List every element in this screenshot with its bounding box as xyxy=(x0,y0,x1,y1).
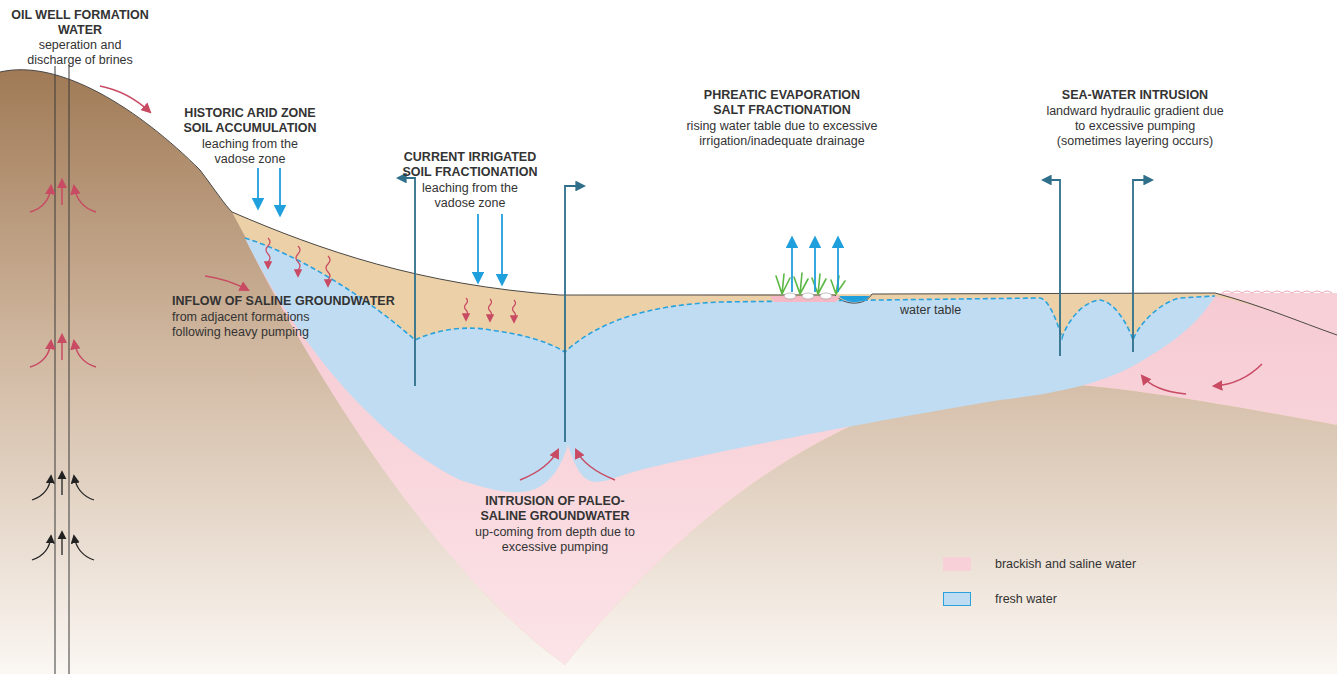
grass-tuft xyxy=(794,273,808,294)
leaching-arrow xyxy=(296,246,300,276)
leaching-arrow xyxy=(266,238,270,268)
intrusion-arrow xyxy=(1214,364,1262,386)
saline-intrusion-arrows xyxy=(520,364,1262,480)
flow-arrow xyxy=(74,341,96,367)
fresh-groundwater xyxy=(245,238,1215,492)
process-description: from adjacent formations following heavy… xyxy=(172,310,340,340)
salt-crust xyxy=(820,293,832,299)
salt-crust xyxy=(802,293,814,299)
well-casing xyxy=(55,66,56,674)
flow-arrow xyxy=(32,476,51,500)
pumping-wells xyxy=(398,178,1152,442)
evaporation-arrow xyxy=(791,238,793,292)
process-description: leaching from the vadose zone xyxy=(414,181,526,211)
process-heading: OIL WELL FORMATION WATER xyxy=(6,8,154,38)
leaching-arrow xyxy=(326,256,330,286)
leaching-arrow xyxy=(513,300,516,322)
evaporation-arrows xyxy=(792,238,838,292)
leaching-arrow xyxy=(489,299,492,321)
leaching-arrow xyxy=(465,298,468,320)
salt-crust xyxy=(784,293,796,299)
pumping-well xyxy=(398,178,415,386)
flow-arrow xyxy=(30,341,51,367)
infiltration-arrow xyxy=(477,214,479,282)
upconing-arrow xyxy=(520,450,558,480)
flow-arrow xyxy=(74,186,96,212)
flow-arrow xyxy=(74,476,94,500)
process-heading: SEA-WATER INTRUSION xyxy=(1035,88,1235,103)
legend-entry: fresh water xyxy=(943,592,1057,606)
flow-arrow xyxy=(61,335,63,360)
process-description: seperation and discharge of brines xyxy=(16,38,144,68)
process-description: water table xyxy=(900,303,990,318)
salt-crust xyxy=(784,293,832,299)
discharge-arrow xyxy=(100,86,150,112)
flow-arrow xyxy=(74,536,94,560)
vadose-zone xyxy=(232,212,1337,665)
flow-arrow xyxy=(61,532,62,555)
flow-arrow xyxy=(30,186,51,212)
process-heading: PHREATIC EVAPORATION SALT FRACTIONATION xyxy=(692,88,872,118)
inflow-arrow xyxy=(205,276,248,290)
saline-groundwater xyxy=(245,238,1337,665)
process-heading: INTRUSION OF PALEO-SALINE GROUNDWATER xyxy=(474,494,636,524)
flow-arrow xyxy=(32,536,51,560)
process-description: up-coming from depth due to excessive pu… xyxy=(461,525,649,555)
oil-well xyxy=(55,64,69,674)
pumping-well xyxy=(565,186,584,442)
process-description: leaching from the vadose zone xyxy=(194,137,306,167)
process-heading: HISTORIC ARID ZONE SOIL ACCUMULATION xyxy=(174,106,326,136)
legend-swatch xyxy=(943,557,971,571)
leaching-arrows xyxy=(266,238,516,322)
legend-entry: brackish and saline water xyxy=(943,557,1136,571)
flow-arrow xyxy=(61,180,63,205)
infiltration-arrow xyxy=(257,168,259,208)
ground-surface xyxy=(0,70,1337,335)
sea-waves xyxy=(1222,291,1332,293)
grass-tuft xyxy=(776,274,790,294)
ground xyxy=(0,70,1337,674)
intrusion-arrow xyxy=(1142,376,1186,394)
vegetation xyxy=(776,273,845,294)
pumping-well xyxy=(1043,180,1060,356)
infiltration-arrow xyxy=(279,168,281,215)
process-description: landward hydraulic gradient due to exces… xyxy=(1046,104,1224,149)
evaporation-arrow xyxy=(837,238,839,292)
well-casing xyxy=(69,64,70,674)
flow-arrow xyxy=(61,472,62,495)
upconing-arrow xyxy=(576,450,615,480)
evaporation-arrow xyxy=(814,238,816,292)
process-heading: CURRENT IRRIGATED SOIL FRACTIONATION xyxy=(394,150,546,180)
pumping-well xyxy=(1133,180,1152,352)
process-description: rising water table due to excessive irri… xyxy=(672,119,892,149)
formation-arrows xyxy=(32,472,94,560)
legend-swatch xyxy=(943,592,971,606)
infiltration-arrow xyxy=(501,214,503,284)
legend-label: fresh water xyxy=(995,592,1057,606)
process-heading: INFLOW OF SALINE GROUNDWATER xyxy=(172,294,422,309)
legend-label: brackish and saline water xyxy=(995,557,1136,571)
